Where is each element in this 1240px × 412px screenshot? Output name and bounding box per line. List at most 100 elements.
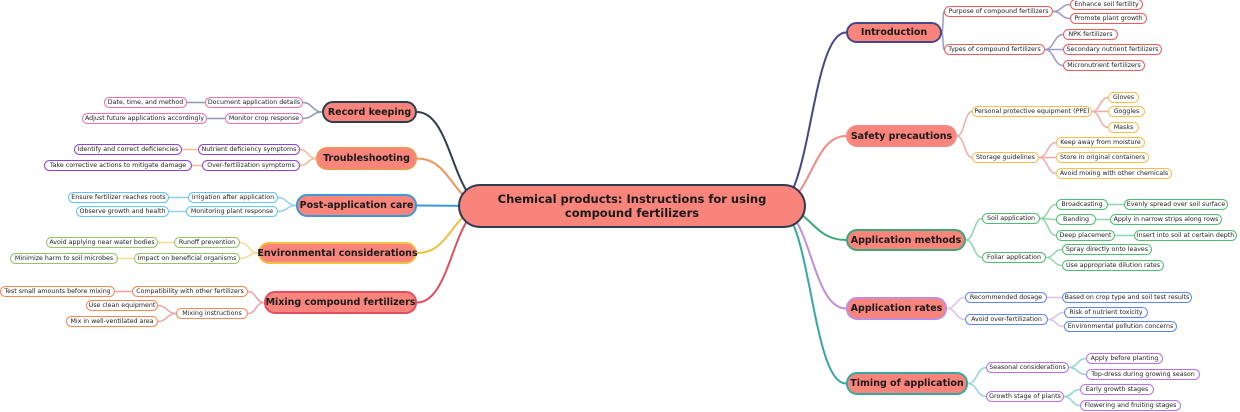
monitoring-plant-response-node[interactable]: Monitoring plant response — [186, 206, 278, 217]
introduction-node[interactable]: Introduction — [846, 22, 942, 43]
use-appropriate-dilution-rates-node[interactable]: Use appropriate dilution rates — [1062, 260, 1164, 271]
secondary-nutrient-fertilizers-node[interactable]: Secondary nutrient fertilizers — [1063, 44, 1162, 55]
node-label: Secondary nutrient fertilizers — [1066, 46, 1159, 53]
branch-connector — [239, 241, 259, 254]
node-label: Recommended dosage — [969, 294, 1043, 301]
flowering-and-fruiting-stages-node[interactable]: Flowering and fruiting stages — [1080, 400, 1181, 411]
branch-connector — [965, 239, 983, 259]
node-label: Avoid over-fertilization — [971, 316, 1042, 323]
node-label: Personal protective equipment (PPE) — [974, 108, 1090, 115]
post-application-care-node[interactable]: Post-application care — [296, 194, 417, 217]
node-label: Apply in narrow strips along rows — [1113, 216, 1219, 223]
mix-in-well-ventilated-area-node[interactable]: Mix in well-ventilated area — [66, 316, 158, 327]
recommended-dosage-node[interactable]: Recommended dosage — [965, 292, 1047, 303]
environmental-considerations-node[interactable]: Environmental considerations — [257, 242, 418, 264]
keep-away-from-moisture-node[interactable]: Keep away from moisture — [1056, 137, 1145, 148]
date-time-and-method-node[interactable]: Date, time, and method — [104, 97, 187, 108]
top-dress-during-growing-season-node[interactable]: Top-dress during growing season — [1086, 369, 1200, 380]
over-fertilization-symptoms-node[interactable]: Over-fertilization symptoms — [202, 160, 300, 171]
branch-connector — [1068, 357, 1087, 369]
promote-plant-growth-node[interactable]: Promote plant growth — [1070, 13, 1147, 24]
deep-placement-node[interactable]: Deep placement — [1056, 230, 1115, 241]
application-methods-node[interactable]: Application methods — [846, 229, 966, 251]
branch-connector — [1052, 3, 1071, 13]
evenly-spread-over-soil-surface-node[interactable]: Evenly spread over soil surface — [1124, 199, 1228, 210]
node-label: Use appropriate dilution rates — [1065, 262, 1161, 269]
personal-protective-equipment-ppe-node[interactable]: Personal protective equipment (PPE) — [972, 106, 1092, 117]
take-corrective-actions-to-mitigate-damage-node[interactable]: Take corrective actions to mitigate dama… — [44, 160, 192, 171]
branch-connector — [1091, 96, 1109, 113]
node-label: Post-application care — [299, 200, 414, 211]
branch-connector — [967, 382, 987, 398]
branch-connector — [157, 304, 177, 315]
seasonal-considerations-node[interactable]: Seasonal considerations — [986, 362, 1069, 373]
risk-of-nutrient-toxicity-node[interactable]: Risk of nutrient toxicity — [1064, 307, 1148, 318]
based-on-crop-type-and-soil-test-results-node[interactable]: Based on crop type and soil test results — [1062, 292, 1192, 303]
banding-node[interactable]: Banding — [1056, 214, 1096, 225]
node-label: Environmental pollution concerns — [1067, 323, 1174, 330]
irrigation-after-application-node[interactable]: Irrigation after application — [188, 192, 278, 203]
use-clean-equipment-node[interactable]: Use clean equipment — [86, 300, 158, 311]
record-keeping-node[interactable]: Record keeping — [322, 101, 417, 123]
early-growth-stages-node[interactable]: Early growth stages — [1080, 384, 1154, 395]
identify-and-correct-deficiencies-node[interactable]: Identify and correct deficiencies — [74, 144, 182, 155]
troubleshooting-node[interactable]: Troubleshooting — [316, 147, 417, 170]
node-label: Apply before planting — [1090, 355, 1159, 362]
node-label: Broadcasting — [1061, 201, 1103, 208]
monitor-crop-response-node[interactable]: Monitor crop response — [225, 113, 303, 124]
broadcasting-node[interactable]: Broadcasting — [1056, 199, 1108, 210]
branch-connector — [302, 101, 323, 113]
avoid-mixing-with-other-chemicals-node[interactable]: Avoid mixing with other chemicals — [1056, 168, 1172, 179]
branch-connector — [239, 252, 259, 260]
central-topic-node[interactable]: Chemical products: Instructions for usin… — [458, 184, 806, 228]
minimize-harm-to-soil-microbes-node[interactable]: Minimize harm to soil microbes — [10, 253, 118, 264]
enhance-soil-fertility-node[interactable]: Enhance soil fertility — [1070, 0, 1143, 10]
growth-stage-of-plants-node[interactable]: Growth stage of plants — [986, 391, 1064, 402]
apply-in-narrow-strips-along-rows-node[interactable]: Apply in narrow strips along rows — [1110, 214, 1222, 225]
document-application-details-node[interactable]: Document application details — [205, 97, 303, 108]
nutrient-deficiency-symptoms-node[interactable]: Nutrient deficiency symptoms — [198, 144, 300, 155]
node-label: Application methods — [850, 234, 962, 246]
application-rates-node[interactable]: Application rates — [846, 297, 947, 320]
micronutrient-fertilizers-node[interactable]: Micronutrient fertilizers — [1063, 60, 1145, 71]
soil-application-node[interactable]: Soil application — [982, 213, 1040, 224]
safety-precautions-node[interactable]: Safety precautions — [846, 125, 957, 147]
environmental-pollution-concerns-node[interactable]: Environmental pollution concerns — [1064, 321, 1177, 332]
runoff-prevention-node[interactable]: Runoff prevention — [174, 237, 240, 248]
node-label: Evenly spread over soil surface — [1126, 201, 1226, 208]
spray-directly-onto-leaves-node[interactable]: Spray directly onto leaves — [1062, 244, 1152, 255]
node-label: Mix in well-ventilated area — [70, 318, 154, 325]
storage-guidelines-node[interactable]: Storage guidelines — [972, 152, 1039, 163]
avoid-applying-near-water-bodies-node[interactable]: Avoid applying near water bodies — [46, 237, 158, 248]
apply-before-planting-node[interactable]: Apply before planting — [1086, 353, 1163, 364]
branch-connector — [956, 135, 973, 159]
store-in-original-containers-node[interactable]: Store in original containers — [1056, 152, 1149, 163]
branch-connector — [299, 157, 317, 167]
adjust-future-applications-accordingly-node[interactable]: Adjust future applications accordingly — [82, 113, 207, 124]
ensure-fertilizer-reaches-roots-node[interactable]: Ensure fertilizer reaches roots — [68, 192, 169, 203]
branch-connector — [1038, 156, 1057, 175]
timing-of-application-node[interactable]: Timing of application — [846, 372, 968, 395]
masks-node[interactable]: Masks — [1108, 122, 1139, 133]
branch-connector — [1045, 248, 1063, 259]
types-of-compound-fertilizers-node[interactable]: Types of compound fertilizers — [944, 44, 1045, 55]
purpose-of-compound-fertilizers-node[interactable]: Purpose of compound fertilizers — [944, 6, 1053, 17]
goggles-node[interactable]: Goggles — [1108, 106, 1145, 117]
branch-connector — [1039, 203, 1057, 220]
node-label: Purpose of compound fertilizers — [948, 8, 1049, 15]
avoid-over-fertilization-node[interactable]: Avoid over-fertilization — [965, 314, 1048, 325]
compatibility-with-other-fertilizers-node[interactable]: Compatibility with other fertilizers — [132, 286, 248, 297]
node-label: Early growth stages — [1085, 386, 1149, 393]
central-topic-label: Chemical products: Instructions for usin… — [497, 192, 767, 220]
gloves-node[interactable]: Gloves — [1108, 92, 1139, 103]
node-label: Soil application — [986, 215, 1036, 222]
mixing-instructions-node[interactable]: Mixing instructions — [176, 308, 248, 319]
insert-into-soil-at-certain-depth-node[interactable]: Insert into soil at certain depth — [1134, 230, 1237, 241]
observe-growth-and-health-node[interactable]: Observe growth and health — [76, 206, 169, 217]
foliar-application-node[interactable]: Foliar application — [982, 252, 1046, 263]
mixing-compound-fertilizers-node[interactable]: Mixing compound fertilizers — [264, 291, 417, 314]
node-label: Enhance soil fertility — [1074, 1, 1139, 8]
impact-on-beneficial-organisms-node[interactable]: Impact on beneficial organisms — [134, 253, 240, 264]
npk-fertilizers-node[interactable]: NPK fertilizers — [1063, 29, 1118, 40]
test-small-amounts-before-mixing-node[interactable]: Test small amounts before mixing — [0, 286, 115, 297]
